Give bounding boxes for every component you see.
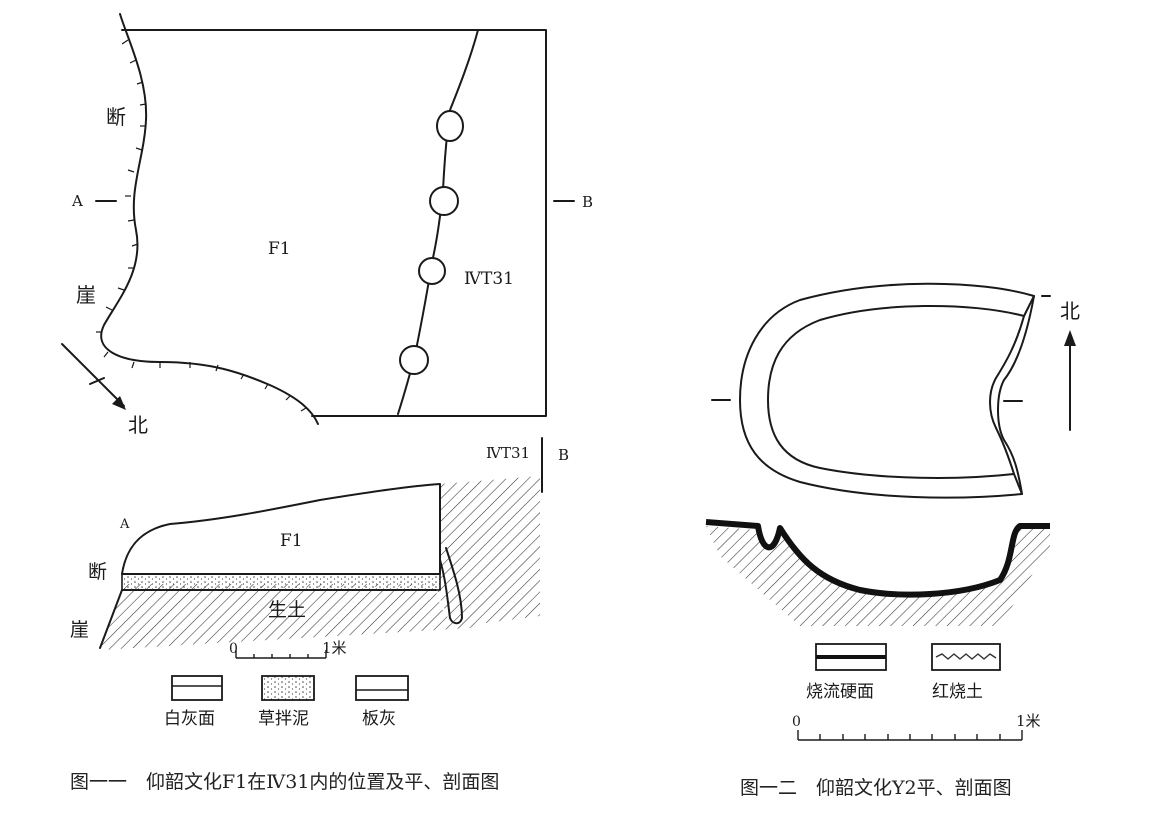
legend-swatch-straw-mud (261, 675, 315, 701)
section-house-label: F1 (280, 531, 303, 551)
north-label: 北 (128, 413, 148, 437)
section-trench-label: ⅣT31 (486, 444, 530, 462)
natural-soil (100, 476, 540, 648)
soil-label: 生土 (268, 599, 306, 621)
f1-deposit (121, 483, 441, 575)
legend-swatch-board-ash (355, 675, 409, 701)
legend-label: 白灰面 (164, 709, 215, 729)
fig12-north-label: 北 (1060, 299, 1080, 323)
north-arrow-icon (61, 343, 126, 410)
cliff-ticks (96, 39, 307, 412)
post-hole (436, 110, 464, 142)
fig12-scale-start: 0 (792, 714, 801, 730)
kiln-outer-wall (739, 282, 1035, 499)
cliff-char-2: 崖 (76, 283, 96, 307)
post-hole (418, 257, 446, 285)
scale-end: 1米 (322, 639, 347, 657)
fig12-burnt-surface (705, 519, 1050, 598)
point-b-label: B (582, 193, 593, 211)
figure-12-caption: 图一二 仰韶文化Y2平、剖面图 (740, 777, 1012, 799)
legend-label: 烧流硬面 (806, 682, 874, 702)
legend-swatch-red-burnt-soil (931, 643, 1001, 671)
kiln-inner-wall (767, 304, 1025, 479)
section-cliff-char-1: 断 (88, 561, 107, 583)
cliff-edge (100, 13, 319, 425)
fig12-scale-end: 1米 (1016, 712, 1041, 730)
trench-label: ⅣT31 (464, 269, 514, 289)
fig11-plan: 断 A B F1 ⅣT31 崖 北 (61, 13, 593, 437)
house-label: F1 (268, 239, 291, 259)
section-post-hole (439, 547, 463, 625)
north-arrow-icon (1064, 330, 1076, 431)
fig11-section: ⅣT31 B A F1 断 生土 崖 (70, 437, 569, 650)
fig12-section (705, 519, 1050, 626)
section-cliff-char-2: 崖 (70, 619, 89, 641)
section-point-a: A (119, 517, 130, 532)
trench-boundary (121, 29, 547, 417)
post-hole (429, 186, 459, 216)
fig12-plan: 北 (711, 282, 1080, 499)
natural-soil-lower (100, 590, 480, 650)
fig11-legend: 白灰面 草拌泥 板灰 (164, 675, 409, 729)
fig12-legend: 烧流硬面 红烧土 (806, 643, 1001, 702)
legend-label: 草拌泥 (258, 709, 309, 729)
fig11-scale-bar: 0 1米 (229, 639, 347, 659)
legend-label: 红烧土 (932, 682, 983, 702)
section-point-b: B (558, 446, 569, 464)
legend-label: 板灰 (362, 709, 396, 729)
legend-swatch-white-plaster (171, 675, 223, 701)
fig12-scale-bar: 0 1米 (792, 712, 1041, 741)
point-a-label: A (71, 192, 83, 210)
cliff-char-1: 断 (106, 105, 126, 129)
scale-start: 0 (229, 641, 238, 657)
floor-layer (121, 573, 441, 591)
post-hole (399, 345, 429, 375)
figure-11-caption: 图一一 仰韶文化F1在Ⅳ31内的位置及平、剖面图 (70, 771, 499, 793)
fig12-soil-hatch (706, 526, 1050, 626)
